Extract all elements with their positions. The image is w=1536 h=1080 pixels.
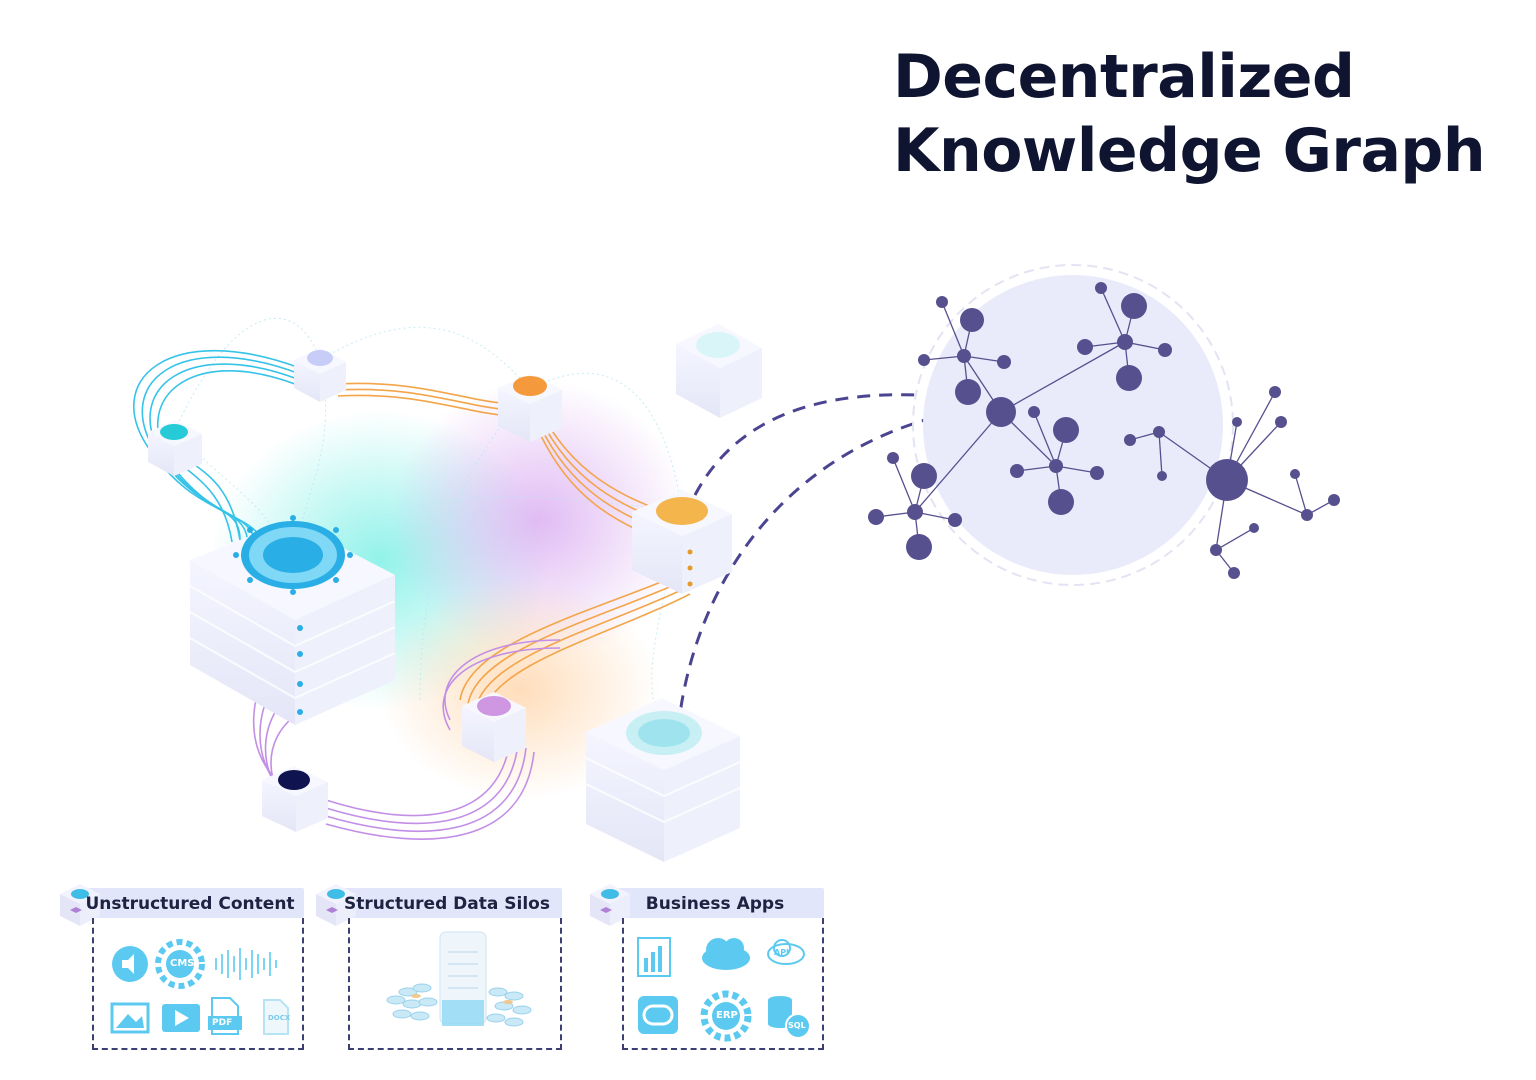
image-icon bbox=[110, 1002, 150, 1034]
title-line-1: Decentralized bbox=[893, 42, 1355, 112]
page-title: Decentralized Knowledge Graph bbox=[893, 40, 1486, 188]
cloud-icon bbox=[702, 938, 750, 970]
erp-label: ERP bbox=[716, 1010, 738, 1021]
node-cube-gold bbox=[632, 490, 732, 594]
business-apps-panel: Business Apps API ERP SQL bbox=[586, 884, 824, 1050]
title-line-2: Knowledge Graph bbox=[893, 116, 1486, 186]
cms-label: CMS bbox=[170, 958, 195, 969]
unstructured-content-panel: Unstructured Content CMS PDF DOCX bbox=[56, 884, 304, 1050]
pdf-file-icon bbox=[208, 997, 242, 1035]
node-cube-empty bbox=[676, 324, 762, 418]
panel-label: Unstructured Content bbox=[85, 894, 295, 914]
graph-links bbox=[676, 393, 926, 731]
node-cube-cyan bbox=[148, 420, 202, 476]
audio-waveform-icon bbox=[215, 948, 277, 980]
pdf-label: PDF bbox=[212, 1018, 233, 1028]
cms-gear-icon bbox=[155, 939, 205, 989]
sql-database-icon bbox=[768, 996, 811, 1039]
speaker-icon bbox=[112, 946, 148, 982]
knowledge-graph bbox=[868, 264, 1340, 586]
graph-nodes bbox=[868, 282, 1340, 579]
docx-label: DOCX bbox=[268, 1014, 291, 1022]
panel-label: Business Apps bbox=[645, 894, 785, 914]
node-cube-lavender bbox=[294, 348, 346, 402]
node-cube-purple bbox=[462, 692, 526, 762]
node-cube-orange bbox=[498, 374, 562, 442]
sql-label: SQL bbox=[788, 1021, 806, 1030]
database-cylinders-icon bbox=[386, 931, 532, 1027]
panel-header bbox=[338, 888, 562, 918]
panel-icon-box bbox=[348, 918, 562, 1050]
panel-icon-box: API ERP SQL bbox=[622, 918, 824, 1050]
main-node-cube bbox=[189, 515, 396, 725]
docx-file-icon bbox=[263, 999, 289, 1035]
api-label: API bbox=[774, 948, 790, 957]
panel-cube-icon bbox=[60, 884, 100, 926]
structured-data-silos-panel: Structured Data Silos bbox=[312, 884, 562, 1050]
node-cube-large-right bbox=[585, 698, 741, 862]
panel-header bbox=[82, 888, 304, 918]
bar-chart-icon bbox=[637, 937, 671, 977]
panel-cube-icon bbox=[590, 884, 630, 926]
panel-header bbox=[612, 888, 824, 918]
erp-gear-icon bbox=[700, 990, 752, 1042]
node-cube-navy bbox=[262, 766, 328, 832]
oracle-icon bbox=[638, 996, 678, 1034]
api-cloud-icon bbox=[767, 939, 805, 965]
panel-label: Structured Data Silos bbox=[344, 894, 550, 914]
panel-cube-icon bbox=[316, 884, 356, 926]
video-play-icon bbox=[162, 1004, 200, 1032]
business-app-icons bbox=[637, 937, 811, 1042]
panel-icon-box: CMS PDF DOCX bbox=[92, 918, 304, 1050]
unstructured-icons bbox=[110, 939, 289, 1035]
